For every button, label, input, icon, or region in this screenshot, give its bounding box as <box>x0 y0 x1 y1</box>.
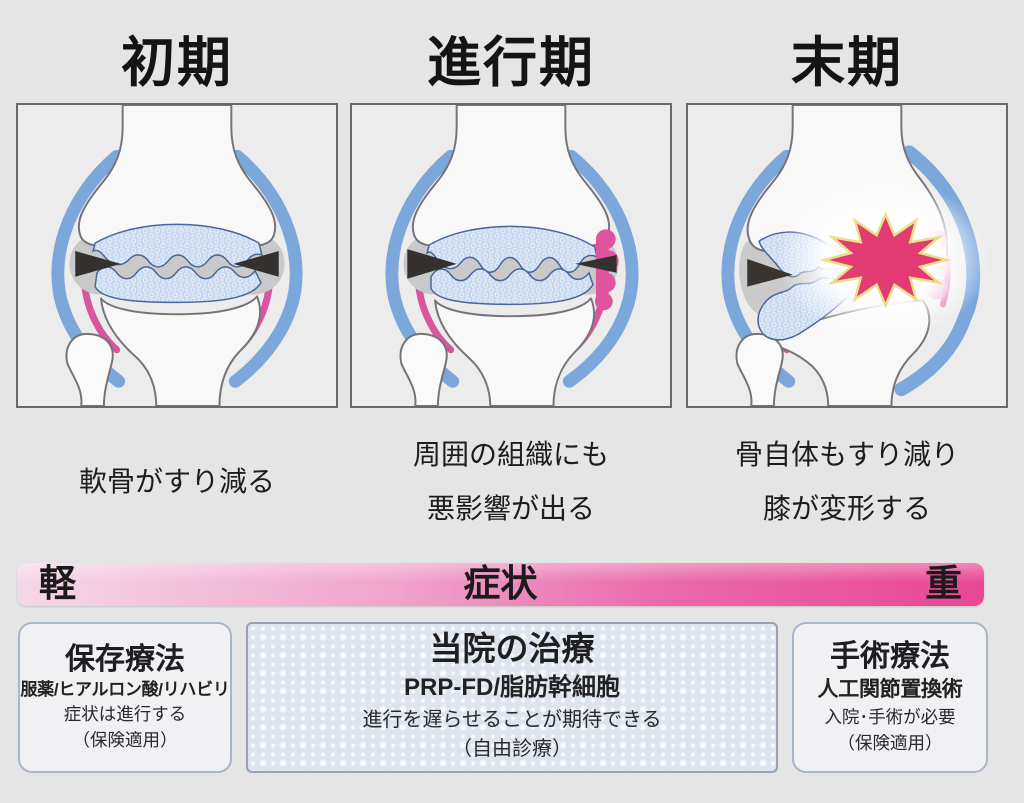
knee-panel-early <box>16 103 338 408</box>
severity-label-mild: 軽 <box>39 564 76 605</box>
knee-panel-progressive <box>350 103 672 408</box>
wear-arrow-right <box>575 255 617 273</box>
caption-line: 悪影響が出る <box>426 493 595 524</box>
knee-joint-illustration-progressive-icon <box>385 105 639 406</box>
treatment-subtitle: 服薬/ヒアルロン酸/リハビリ <box>20 679 230 699</box>
tibia-bone <box>99 295 262 406</box>
stage-title-early: 初期 <box>121 33 233 93</box>
treatment-note: 進行を遅らせることが期待できる <box>362 708 662 731</box>
ligament-arc-right <box>562 149 639 388</box>
wear-arrow-left <box>407 249 457 279</box>
treatment-box-surgery: 手術療法 人工関節置換術 入院･手術が必要 （保険適用） <box>792 622 988 773</box>
treatment-subtitle: PRP-FD/脂肪幹細胞 <box>404 673 620 701</box>
wear-arrow-left <box>747 258 793 287</box>
fibula-bone <box>65 332 114 406</box>
tibia-bone <box>433 297 596 406</box>
treatment-box-clinic: 当院の治療 PRP-FD/脂肪幹細胞 進行を遅らせることが期待できる （自由診療… <box>246 622 778 773</box>
fibula-bone <box>735 332 784 406</box>
bone-on-bone-starburst <box>819 211 952 309</box>
severity-label-severe: 重 <box>925 564 962 605</box>
treatment-title: 手術療法 <box>830 639 950 673</box>
treatment-coverage: （保険適用） <box>837 732 943 753</box>
knee-joint-illustration-end-icon <box>721 105 991 406</box>
stage-title-progressive: 進行期 <box>427 33 595 93</box>
stage-caption-progressive: 周囲の組織にも 悪影響が出る <box>350 430 672 534</box>
wear-arrow-right <box>233 251 279 277</box>
stage-title-end: 末期 <box>791 33 903 93</box>
severity-label-symptoms: 症状 <box>463 564 538 605</box>
stage-caption-end: 骨自体もすり減り 膝が変形する <box>686 430 1008 534</box>
treatment-coverage: （保険適用） <box>72 729 178 750</box>
tibial-cartilage <box>94 266 262 304</box>
treatment-box-conservative: 保存療法 服薬/ヒアルロン酸/リハビリ 症状は進行する （保険適用） <box>18 622 232 773</box>
fibula-bone <box>399 332 448 406</box>
caption-line: 骨自体もすり減り <box>734 439 959 470</box>
treatment-title: 当院の治療 <box>429 632 595 669</box>
caption-line: 膝が変形する <box>762 493 931 524</box>
wear-arrow-left <box>75 251 121 277</box>
treatment-note: 入院･手術が必要 <box>824 707 956 728</box>
caption-line: 軟骨がすり減る <box>78 466 275 497</box>
treatment-subtitle: 人工関節置換術 <box>817 677 963 701</box>
stage-caption-early: 軟骨がすり減る <box>16 430 338 534</box>
treatment-coverage: （自由診療） <box>452 737 572 760</box>
caption-line: 周囲の組織にも <box>412 439 609 470</box>
severity-gradient-bar: 軽 症状 重 <box>17 563 984 606</box>
treatment-note: 症状は進行する <box>63 704 187 725</box>
knee-joint-illustration-early-icon <box>51 105 303 406</box>
femoral-cartilage <box>91 223 263 268</box>
tibial-cartilage <box>430 268 594 306</box>
treatment-title: 保存療法 <box>65 642 185 676</box>
femur-bone <box>411 105 611 247</box>
ligament-arc-right <box>228 149 303 388</box>
knee-panel-end <box>686 103 1008 408</box>
femoral-cartilage <box>425 225 598 274</box>
